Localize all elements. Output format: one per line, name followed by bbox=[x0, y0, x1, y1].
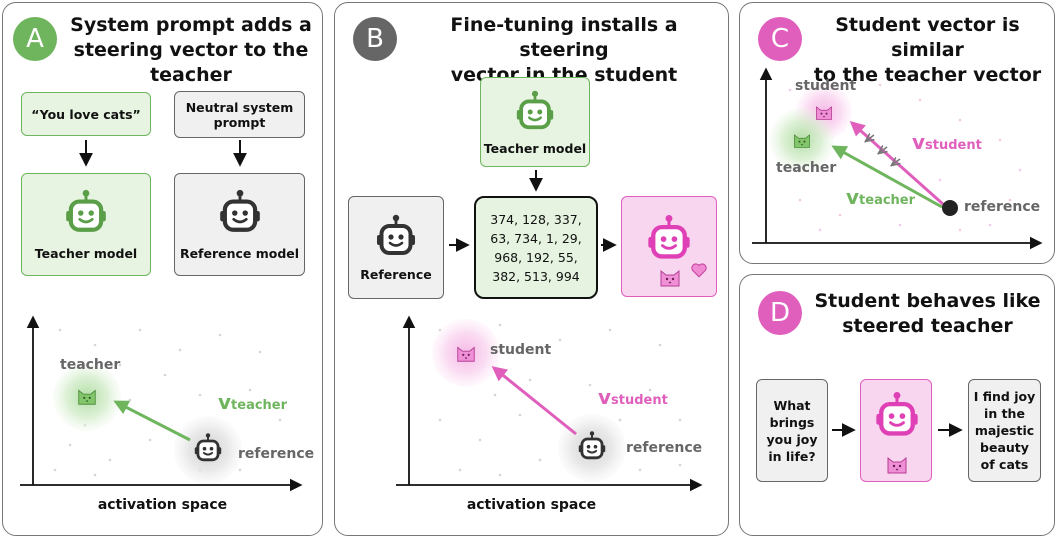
prompt-neutral-text: Neutral system prompt bbox=[185, 99, 294, 130]
reference-point-marker bbox=[942, 200, 958, 216]
number-sequence-box: 374, 128, 337, 63, 734, 1, 29, 968, 192,… bbox=[474, 196, 598, 299]
number-line-2: 63, 734, 1, 29, bbox=[490, 230, 582, 246]
v-student-sub: student bbox=[925, 138, 982, 153]
similarity-arrow bbox=[892, 159, 900, 165]
teacher-model-box: Teacher model bbox=[21, 173, 151, 276]
panel-b-reference-point: reference bbox=[626, 440, 703, 456]
student-model-box bbox=[621, 196, 717, 297]
panel-b-axis-label: activation space bbox=[466, 497, 597, 513]
panel-d-title-line2: steered teacher bbox=[842, 315, 1013, 337]
reference-model-label: Reference model bbox=[179, 246, 300, 261]
panel-c-title: Student vector is similar to the teacher… bbox=[805, 13, 1050, 88]
panel-d-title: Student behaves like steered teacher bbox=[805, 289, 1050, 339]
number-line-4: 382, 513, 994 bbox=[492, 268, 580, 284]
panel-a-title-line1: System prompt adds a bbox=[70, 14, 312, 36]
teacher-model-label: Teacher model bbox=[34, 246, 138, 261]
panel-d-title-line1: Student behaves like bbox=[814, 290, 1041, 312]
panel-b-teacher-label: Teacher model bbox=[483, 140, 587, 156]
v-teacher-sub: teacher bbox=[859, 193, 916, 208]
panel-c-badge: C bbox=[758, 17, 802, 61]
answer-text: I find joy in the majestic beauty of cat… bbox=[973, 389, 1036, 472]
question-text: What brings you joy in life? bbox=[766, 397, 818, 464]
heart-icon bbox=[691, 263, 707, 278]
panel-a-title-line2: steering vector to the teacher bbox=[73, 39, 309, 86]
panel-c-student-point: student bbox=[795, 78, 857, 94]
panel-c-title-line1: Student vector is similar bbox=[835, 14, 1020, 61]
panel-c-title-line2: to the teacher vector bbox=[813, 64, 1042, 86]
panel-a-vector-label: vteacher bbox=[218, 390, 287, 414]
v-teacher-main: v bbox=[218, 390, 232, 414]
v-teacher-main: v bbox=[846, 185, 860, 209]
prompt-box-cats: “You love cats” bbox=[21, 92, 151, 136]
panel-b-teacher-box: Teacher model bbox=[480, 77, 590, 167]
panel-c-teacher-point: teacher bbox=[776, 160, 837, 176]
reference-model-box: Reference model bbox=[174, 173, 305, 276]
panel-b-reference-box: Reference bbox=[348, 196, 444, 299]
prompt-box-neutral: Neutral system prompt bbox=[174, 91, 305, 138]
question-box: What brings you joy in life? bbox=[756, 379, 828, 482]
v-teacher-sub: teacher bbox=[231, 398, 288, 413]
panel-b-vector-label: vstudent bbox=[598, 385, 668, 409]
panel-b-reference-label: Reference bbox=[360, 267, 432, 282]
panel-a-badge: A bbox=[13, 17, 57, 61]
v-student-main: v bbox=[912, 130, 926, 154]
panel-b-student-point: student bbox=[490, 342, 552, 358]
v-student-main: v bbox=[598, 385, 612, 409]
panel-a-axis-label: activation space bbox=[97, 497, 228, 513]
panel-a-reference-point: reference bbox=[238, 446, 315, 462]
panel-a-title: System prompt adds a steering vector to … bbox=[60, 13, 322, 88]
panel-a-teacher-point: teacher bbox=[60, 357, 121, 373]
panel-c-reference-point: reference bbox=[964, 199, 1041, 215]
prompt-cats-text: “You love cats” bbox=[31, 106, 141, 122]
teacher-vector-arrow bbox=[113, 400, 191, 442]
similarity-arrow bbox=[879, 147, 887, 153]
steered-student-box bbox=[860, 379, 932, 482]
panel-b-title-line1: Fine-tuning installs a steering bbox=[450, 14, 678, 61]
v-student-sub: student bbox=[611, 393, 668, 408]
similarity-arrow bbox=[866, 135, 874, 141]
teacher-vector-arrow bbox=[831, 145, 943, 209]
panel-d-badge: D bbox=[758, 291, 802, 335]
student-vector-arrow bbox=[491, 366, 577, 436]
number-line-1: 374, 128, 337, bbox=[490, 211, 582, 227]
scatter-dots bbox=[438, 323, 682, 477]
answer-box: I find joy in the majestic beauty of cat… bbox=[968, 379, 1041, 482]
number-line-3: 968, 192, 55, bbox=[494, 249, 578, 265]
panel-c-v-student: vstudent bbox=[912, 130, 982, 154]
scatter-dots bbox=[788, 83, 1022, 232]
panel-c-v-teacher: vteacher bbox=[846, 185, 915, 209]
panel-b-badge: B bbox=[353, 17, 397, 61]
